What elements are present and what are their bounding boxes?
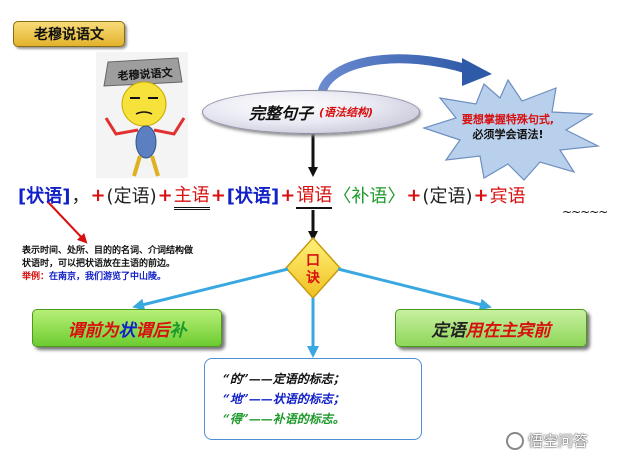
part-complement: 〈补语〉 [333, 186, 406, 207]
tip-line-2: 必须学会语法! [472, 128, 544, 141]
marker-de-adverbial: “地”——状语的标志； [223, 392, 345, 406]
oval-main-label: 完整句子 [248, 104, 313, 123]
part-predicate: 谓语 [296, 181, 333, 209]
part-plus: + [473, 184, 489, 206]
rule-left-part-3: 谓后 [135, 320, 170, 341]
mnemonic-label: 口 诀 [296, 253, 330, 287]
wukong-logo-icon [506, 431, 524, 450]
rule-left-part-4: 补 [169, 320, 187, 341]
part-object: 宾语 [489, 186, 526, 207]
curved-arrow [317, 54, 475, 97]
rule-left-part-1: 谓前为 [67, 320, 119, 341]
part-subject: 主语 [173, 181, 210, 210]
mnemonic-char-2: 诀 [306, 270, 320, 286]
rule-left-part-2: 状 [118, 320, 136, 341]
tip-burst-text: 要想掌握特殊句式, 必须学会语法! [448, 112, 568, 142]
oval-sub-label: (语法结构) [318, 106, 374, 119]
complete-sentence-oval: 完整句子 (语法结构) [202, 90, 420, 134]
hat-shape [103, 57, 183, 87]
part-attributive-1: (定语) [106, 186, 157, 207]
watermark-text: 悟空问答 [528, 432, 589, 450]
example-body: 在南京，我们游览了中山陵。 [49, 272, 167, 282]
sentence-structure: [状语] ， + (定语) + 主语 + [状语] + 谓语 〈补语〉 + (定… [18, 180, 526, 210]
part-adverbial-front: [状语] [18, 186, 71, 207]
part-plus: + [210, 184, 226, 206]
watermark: 悟空问答 [506, 430, 588, 451]
part-plus: + [90, 184, 106, 206]
particle-marker-box: “的”——定语的标志； “地”——状语的标志； “得”——补语的标志。 [204, 358, 422, 440]
note-example: 举例：在南京，我们游览了中山陵。 [22, 271, 252, 284]
marker-de-attributive: “的”——定语的标志； [223, 372, 345, 386]
object-wavy-underline: ~~~~~ [562, 205, 608, 219]
rule-attributive-box: 定语用在主宾前 [395, 309, 587, 347]
mnemonic-char-1: 口 [306, 253, 320, 269]
part-plus: + [157, 184, 173, 206]
part-comma: ， [71, 186, 90, 207]
tip-burst-shape [422, 78, 601, 181]
part-adverbial: [状语] [226, 186, 280, 207]
title-tag: 老穆说语文 [13, 21, 125, 47]
part-plus: + [406, 184, 422, 206]
tip-line-1: 要想掌握特殊句式, [461, 113, 555, 126]
rule-right-part-1: 定语 [431, 320, 466, 341]
example-label: 举例： [22, 272, 50, 282]
part-attributive-2: (定语) [422, 186, 473, 207]
rule-right-part-2: 用在主宾前 [465, 320, 551, 341]
marker-de-complement: “得”——补语的标志。 [223, 412, 345, 426]
note-line-2: 状语时，可以把状语放在主语的前边。 [22, 259, 176, 269]
rule-predicate-box: 谓前为状谓后补 [32, 309, 222, 347]
note-line-1: 表示时间、处所、目的的名词、介词结构做 [22, 246, 194, 256]
part-plus: + [280, 184, 296, 206]
adverbial-note: 表示时间、处所、目的的名词、介词结构做 状语时，可以把状语放在主语的前边。 举例… [22, 245, 252, 284]
